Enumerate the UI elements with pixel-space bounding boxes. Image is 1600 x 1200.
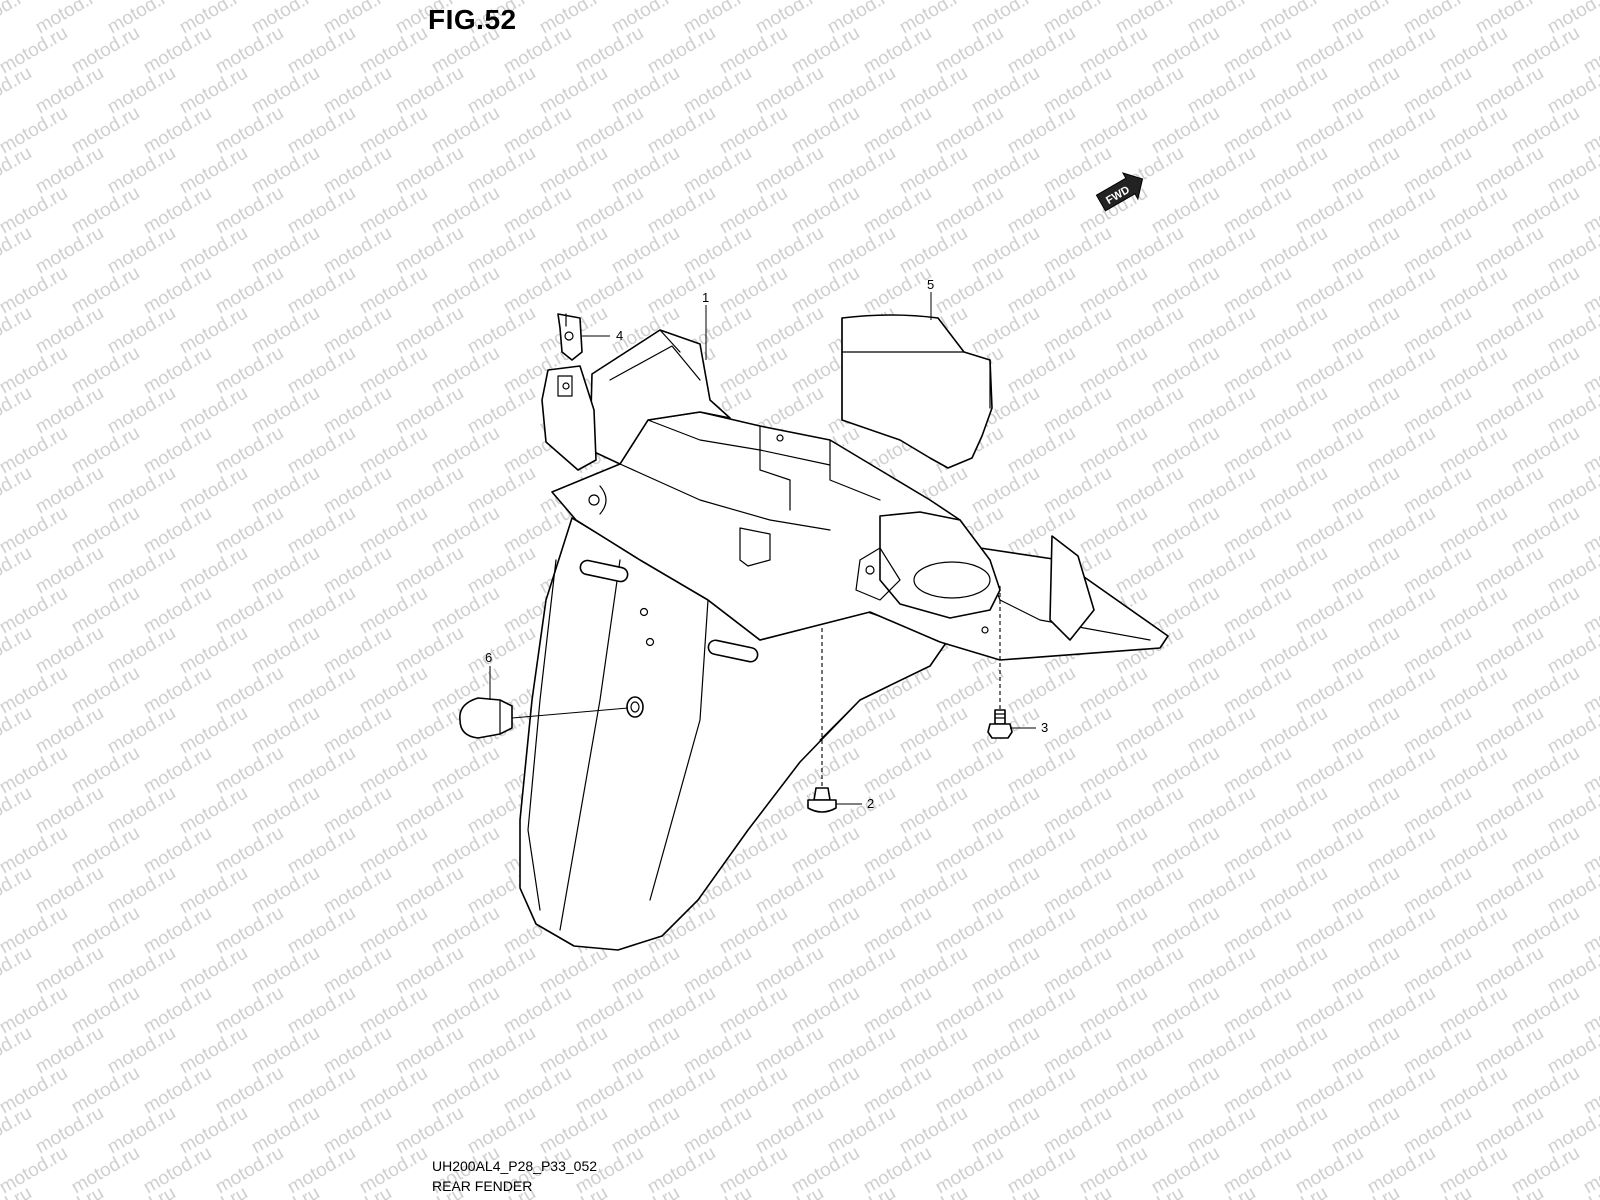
- callout-3: 3: [1041, 720, 1048, 735]
- callout-6: 6: [485, 650, 492, 665]
- callout-leaders: [489, 292, 1036, 805]
- part-6-bumper: [459, 697, 513, 739]
- callout-2: 2: [867, 796, 874, 811]
- part-6-connector: [511, 707, 629, 719]
- forward-arrow-icon: FWD: [1095, 172, 1144, 212]
- diagram-code: UH200AL4_P28_P33_052: [432, 1158, 598, 1174]
- callout-4: 4: [616, 328, 623, 343]
- part-5-cover: [841, 314, 993, 469]
- callout-1: 1: [702, 290, 709, 305]
- part-2-clip: [807, 787, 837, 813]
- part-4-clip: [557, 313, 583, 361]
- part-3-bolt: [987, 709, 1013, 739]
- callout-5: 5: [927, 277, 934, 292]
- diagram-name: REAR FENDER: [432, 1178, 533, 1194]
- part-1-fender: [519, 329, 1169, 951]
- figure-title: FIG.52: [428, 4, 517, 35]
